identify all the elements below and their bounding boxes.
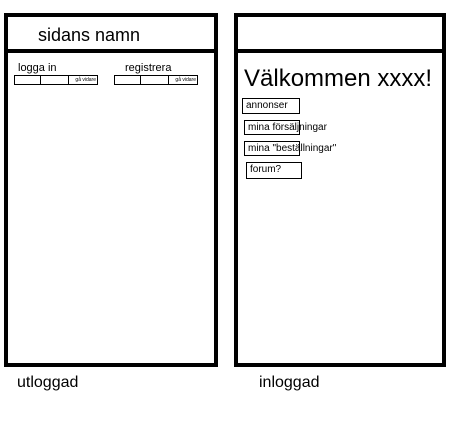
register-form[interactable]: gå vidare xyxy=(114,75,198,85)
password-field-divider xyxy=(68,76,69,84)
register-field-divider-2 xyxy=(168,76,169,84)
forum-button[interactable]: forum? xyxy=(246,162,302,179)
login-go-button[interactable]: gå vidare xyxy=(75,77,96,83)
login-label: logga in xyxy=(18,62,57,74)
my-sales-button[interactable]: mina försäljningar xyxy=(244,120,327,135)
header-divider xyxy=(8,49,214,53)
username-field-divider xyxy=(40,76,41,84)
site-title: sidans namn xyxy=(38,25,141,45)
my-orders-button[interactable]: mina "beställningar" xyxy=(244,141,336,156)
login-form[interactable]: gå vidare xyxy=(14,75,98,85)
register-label: registrera xyxy=(125,62,172,74)
logged-out-page-frame: sidans namn logga in gå vidare registrer… xyxy=(4,13,218,367)
header-divider xyxy=(238,49,442,53)
welcome-heading: Välkommen xxxx! xyxy=(244,65,433,92)
register-go-button[interactable]: gå vidare xyxy=(175,77,196,83)
logged-in-caption: inloggad xyxy=(259,374,320,391)
register-field-divider xyxy=(140,76,141,84)
logged-out-caption: utloggad xyxy=(17,374,79,391)
logged-in-page-frame: Välkommen xxxx! annonser mina försäljnin… xyxy=(234,13,446,367)
ads-button[interactable]: annonser xyxy=(242,98,300,114)
